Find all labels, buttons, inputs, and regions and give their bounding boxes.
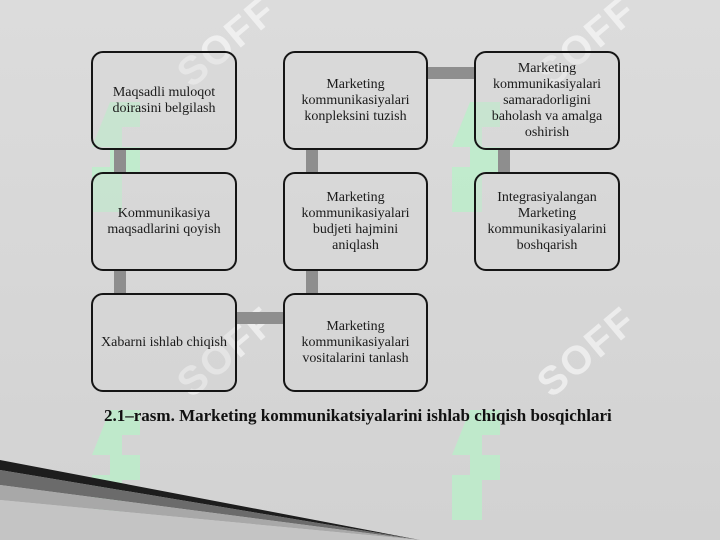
figure-caption: 2.1–rasm. Marketing kommunikatsiyalarini… [104,406,612,425]
stage-label: Marketing kommunikasiyalari samaradorlig… [491,60,603,140]
stage-box-target-audience: Maqsadli muloqot doirasini belgilash [91,51,237,150]
watermark-logo-icon [452,102,500,212]
stage-label: Marketing kommunikasiyalari vositalarini… [301,318,410,366]
stage-box-evaluation: Marketing kommunikasiyalari samaradorlig… [474,51,620,150]
connector-b2-b3 [114,269,126,295]
connector-b6-b7 [426,67,476,79]
connector-b3-b4 [235,312,285,324]
connector-b5-b6 [306,148,318,174]
stage-label: Marketing kommunikasiyalari konpleksini … [301,76,410,124]
stage-box-integrated-management: Integrasiyalangan Marketing kommunikasiy… [474,172,620,271]
stage-box-communication-goals: Kommunikasiya maqsadlarini qoyish [91,172,237,271]
watermark-logo-icon [452,410,500,520]
swoosh-decoration [0,460,420,540]
watermark-text: SOFF [528,298,646,406]
stage-label: Kommunikasiya maqsadlarini qoyish [107,205,221,237]
stage-label: Integrasiyalangan Marketing kommunikasiy… [487,189,607,253]
stage-label: Xabarni ishlab chiqish [101,334,227,350]
stage-label: Marketing kommunikasiyalari budjeti hajm… [301,189,410,253]
connector-b4-b5 [306,269,318,295]
stage-box-message-design: Xabarni ishlab chiqish [91,293,237,392]
connector-b1-b2 [114,148,126,174]
stage-box-complex: Marketing kommunikasiyalari konpleksini … [283,51,428,150]
stage-label: Maqsadli muloqot doirasini belgilash [112,84,216,116]
stage-box-channel-selection: Marketing kommunikasiyalari vositalarini… [283,293,428,392]
connector-b7-b8 [498,148,510,174]
stage-box-budget: Marketing kommunikasiyalari budjeti hajm… [283,172,428,271]
